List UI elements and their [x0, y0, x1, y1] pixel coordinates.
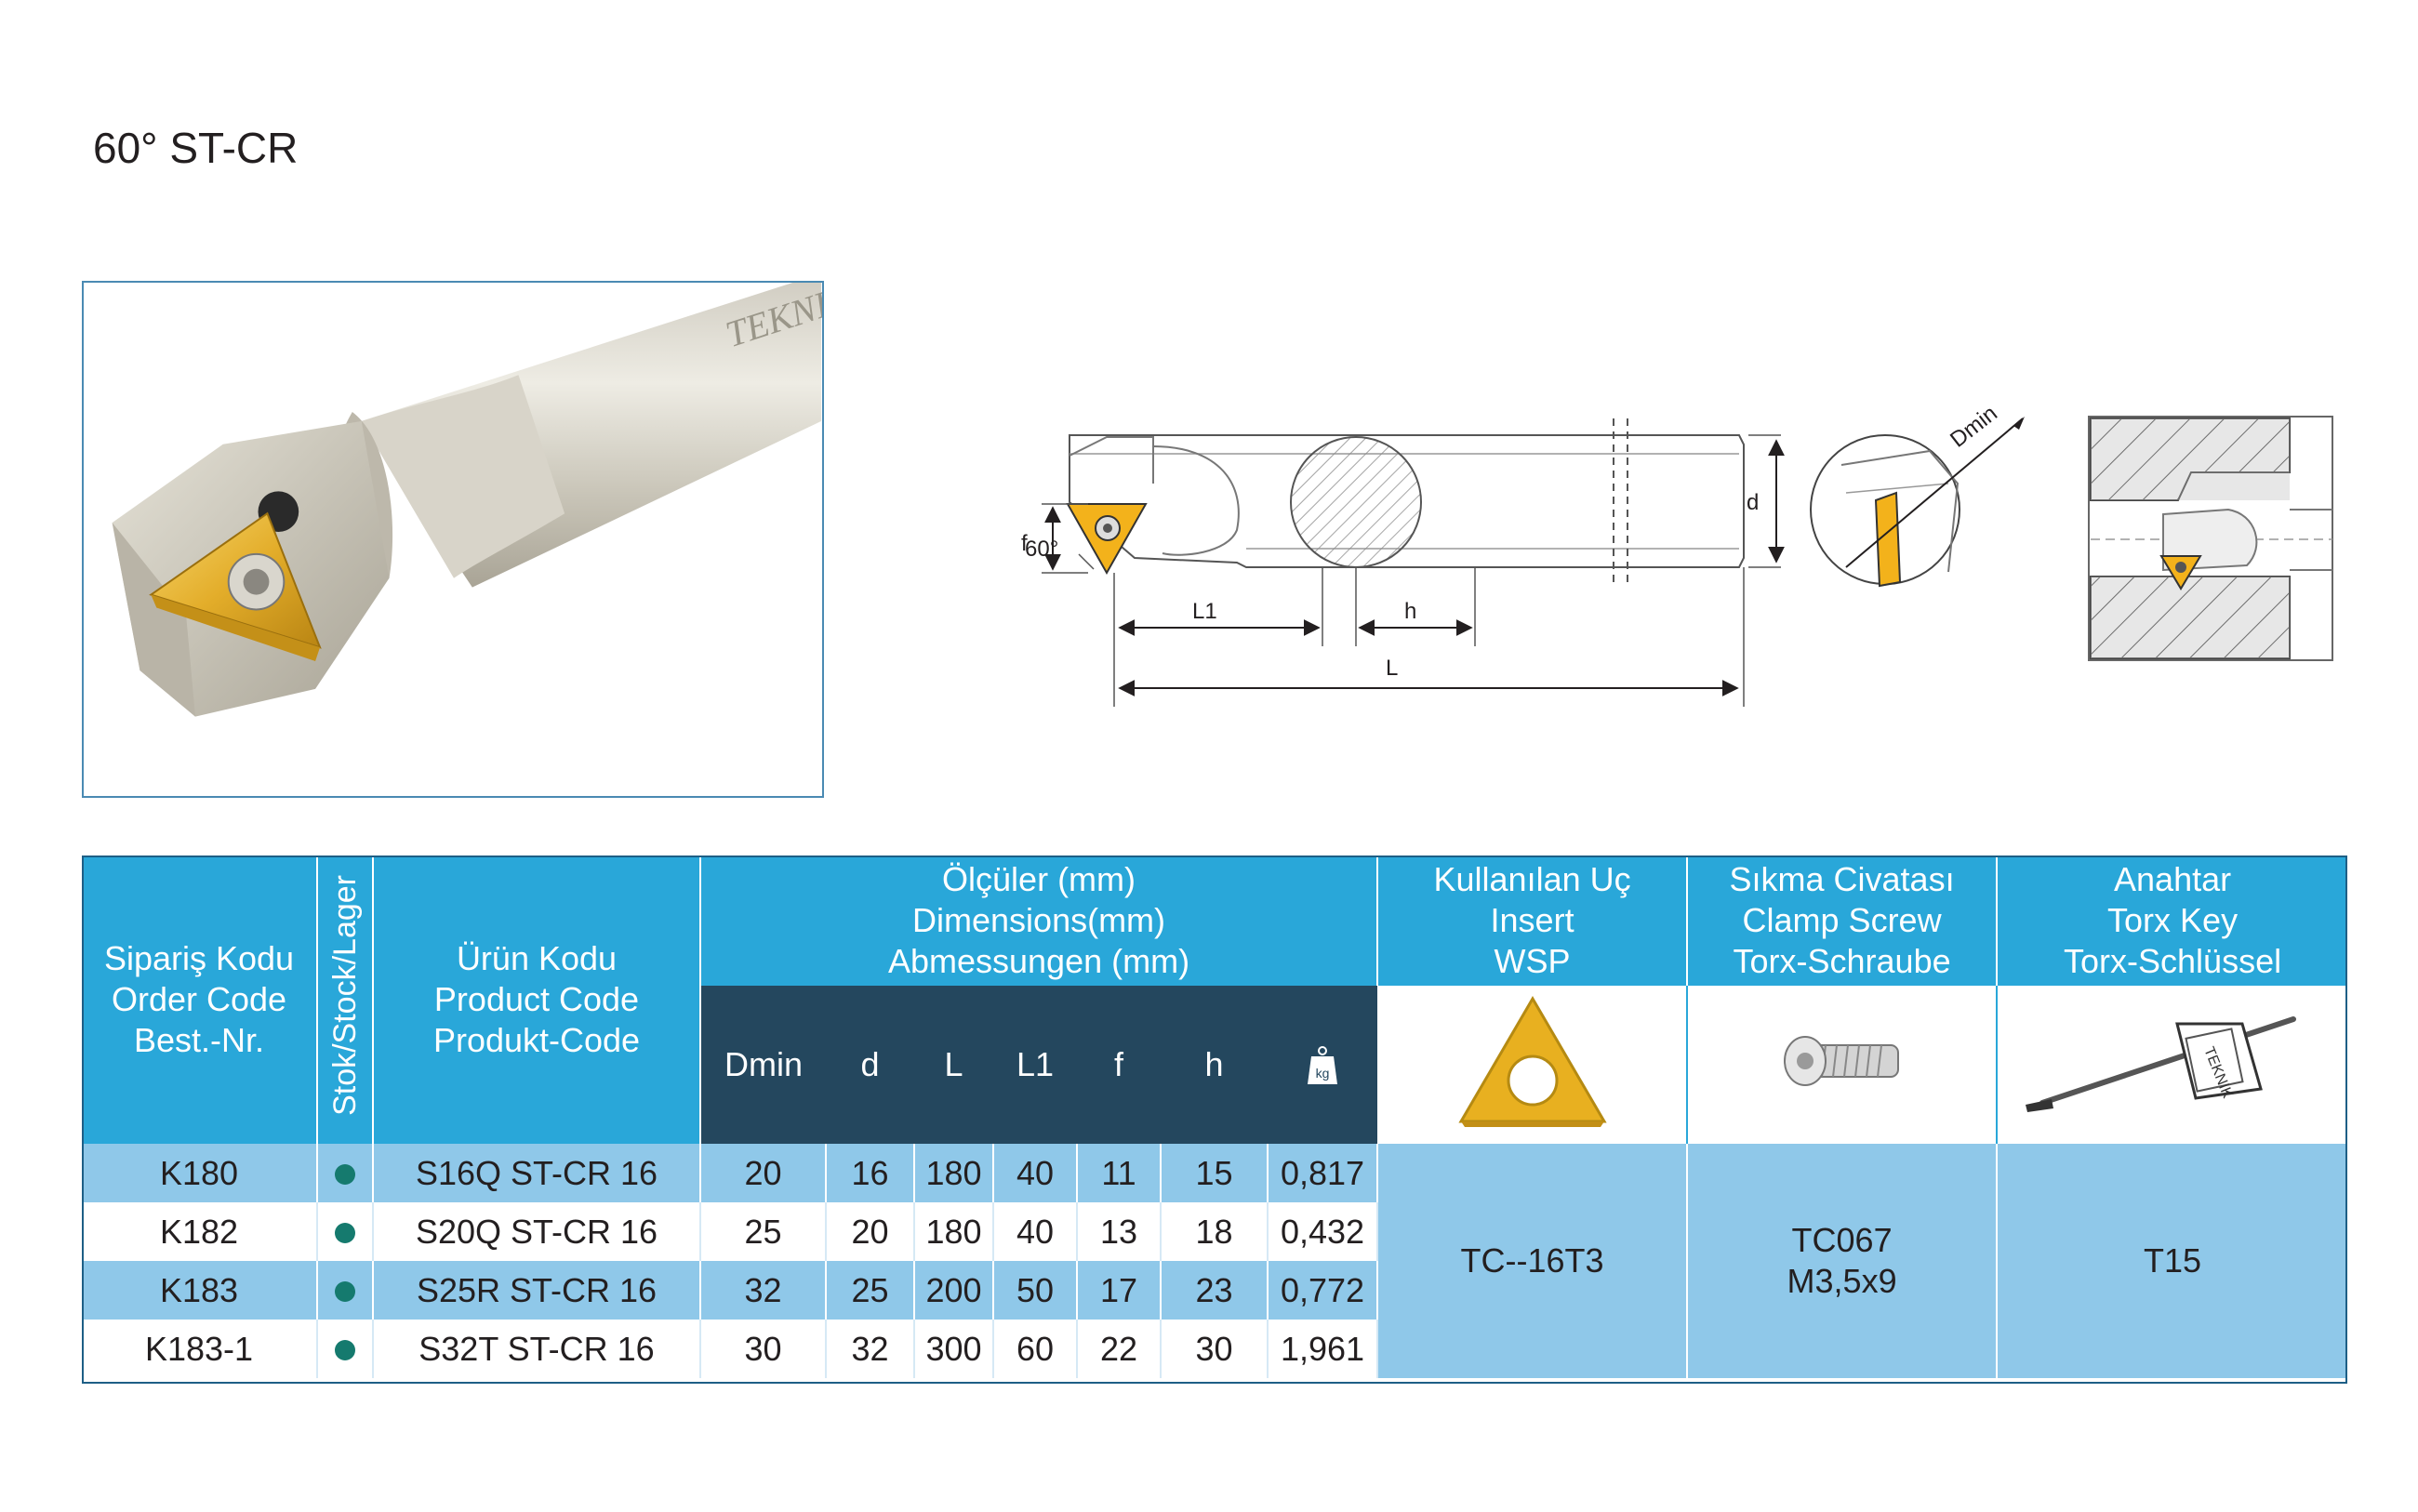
torx-screw-icon: [1783, 1035, 1899, 1086]
col-dmin: Dmin: [700, 986, 826, 1144]
L-label: L: [1386, 656, 1398, 681]
dmin-detail-view: Dmin: [1810, 400, 2037, 600]
key-value: T15: [1997, 1144, 2348, 1378]
header-key: Anahtar Torx Key Torx-Schlüssel: [1997, 855, 2348, 986]
screw-image-cell: [1687, 986, 1999, 1144]
angle-label: 60°: [1025, 537, 1058, 562]
stock-dot: [335, 1280, 355, 1302]
col-f: f: [1077, 986, 1161, 1144]
specification-table: Sipariş Kodu Order Code Best.-Nr. Stok/S…: [82, 855, 2348, 1378]
insert-value: TC--16T3: [1377, 1144, 1689, 1378]
boring-bar-illustration: TEKNIK: [84, 283, 822, 796]
f-label: f: [1021, 531, 1028, 556]
screw-value: TC067 M3,5x9: [1687, 1144, 1999, 1378]
svg-text:kg: kg: [1316, 1066, 1330, 1081]
header-insert: Kullanılan Uç Insert WSP: [1377, 855, 1689, 986]
stock-dot: [335, 1163, 355, 1185]
technical-drawing: f: [939, 391, 1785, 725]
table-row: K183 S25R ST-CR 16 32 25 200 50 17 23 0,…: [82, 1261, 2347, 1320]
col-L: L: [914, 986, 993, 1144]
key-image-cell: TEKNIK: [1997, 986, 2348, 1144]
col-L1: L1: [993, 986, 1077, 1144]
col-d: d: [826, 986, 914, 1144]
header-stock: Stok/Stock/Lager: [317, 855, 374, 1144]
header-order-code: Sipariş Kodu Order Code Best.-Nr.: [82, 855, 318, 1144]
stock-dot: [335, 1339, 355, 1360]
table-row: K180 S16Q ST-CR 16 20 16 180 40 11 15 0,…: [82, 1144, 2348, 1378]
insert-image-cell: [1377, 986, 1689, 1144]
stock-dot: [335, 1222, 355, 1243]
d-label: d: [1747, 490, 1759, 515]
bore-section-view: [2088, 416, 2333, 661]
torx-key-icon: TEKNIK: [2026, 1015, 2297, 1112]
weight-kg-icon: kg: [1308, 1045, 1338, 1084]
col-weight: kg: [1268, 986, 1378, 1144]
dmin-label: Dmin: [1946, 401, 2002, 453]
page-title: 60° ST-CR: [93, 124, 299, 172]
table-row: K182 S20Q ST-CR 16 25 20 180 40 13 18 0,…: [82, 1202, 2347, 1261]
product-photo: TEKNIK: [82, 281, 824, 798]
col-h: h: [1161, 986, 1268, 1144]
L1-label: L1: [1192, 599, 1217, 624]
header-product-code: Ürün Kodu Product Code Produkt-Code: [373, 855, 701, 1144]
header-dimensions: Ölçüler (mm) Dimensions(mm) Abmessungen …: [700, 855, 1379, 986]
insert-triangle-icon: [1457, 995, 1607, 1127]
table-row: K183-1 S32T ST-CR 16 30 32 300 60 22 30 …: [82, 1320, 2347, 1378]
header-clamp-screw: Sıkma Civatası Clamp Screw Torx-Schraube: [1687, 855, 1999, 986]
h-label: h: [1404, 599, 1416, 624]
